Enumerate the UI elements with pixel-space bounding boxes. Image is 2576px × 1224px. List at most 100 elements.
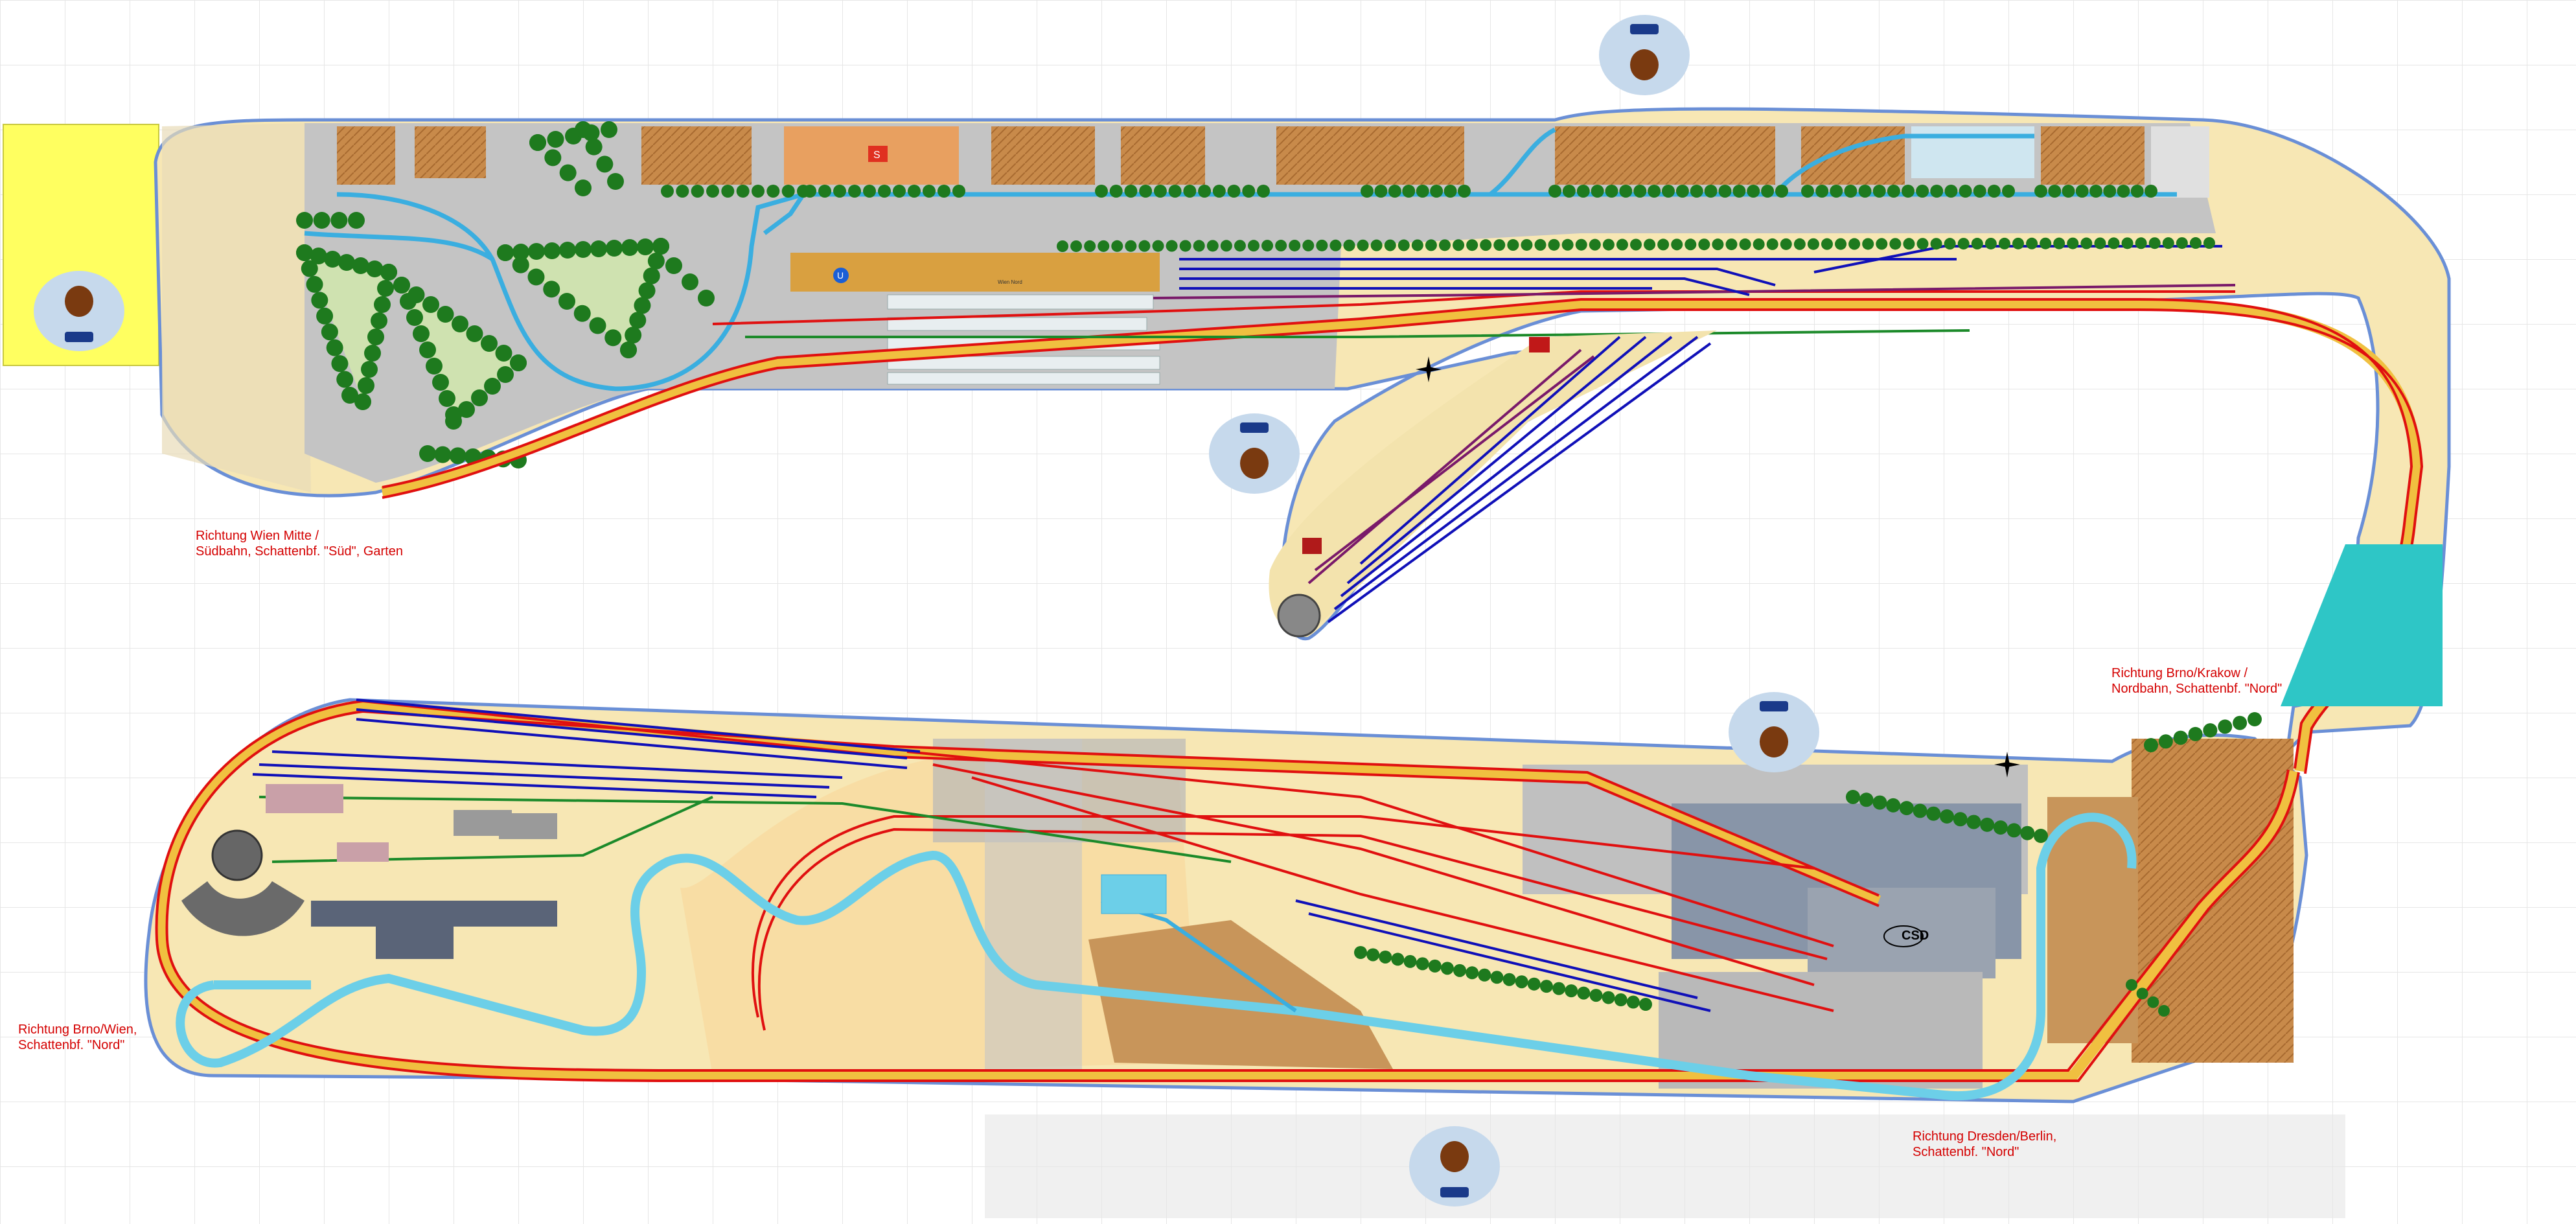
tree-icon [2012, 237, 2024, 249]
tree-icon [1903, 238, 1915, 250]
compass-rose-icon [1416, 356, 2020, 778]
tree-icon [1153, 185, 1167, 198]
tree-icon [638, 282, 656, 299]
tree-icon [1644, 238, 1656, 251]
tree-icon [1402, 185, 1416, 198]
street-area [305, 123, 2216, 483]
tree-icon [1959, 185, 1972, 198]
tree-icon [1780, 238, 1792, 250]
tree-icon [449, 447, 466, 465]
tree-icon [1589, 238, 1601, 251]
tree-icon [1428, 959, 1442, 973]
tree-icon [1084, 240, 1096, 252]
label-wien-mitte-2: Südbahn, Schattenbf. "Süd", Garten [196, 544, 403, 559]
tree-icon [923, 185, 936, 198]
tree-icon [439, 390, 455, 407]
tree-icon [1234, 240, 1246, 252]
tree-icon [1095, 185, 1108, 198]
tree-icon [544, 149, 562, 167]
tree-icon [766, 185, 780, 198]
tree-icon [589, 317, 606, 334]
tree-icon [621, 239, 638, 256]
tree-icon [1753, 238, 1765, 250]
station-building [790, 253, 1160, 292]
tree-icon [1416, 185, 1429, 198]
tree-icon [1391, 953, 1405, 966]
tree-icon [1152, 240, 1164, 252]
tree-icon [1957, 238, 1970, 250]
tree-icon [1993, 820, 2008, 835]
tree-icon [1070, 240, 1083, 252]
tree-icon [2126, 979, 2137, 991]
tree-icon [1761, 185, 1775, 198]
tree-icon [1552, 982, 1566, 995]
tree-icon [1193, 240, 1205, 252]
tree-icon [1944, 238, 1956, 250]
tree-icon [661, 185, 674, 198]
tree-icon [1329, 239, 1342, 251]
tree-icon [481, 335, 498, 352]
tree-icon [1690, 185, 1703, 198]
tree-icon [1862, 238, 1874, 250]
tree-icon [380, 264, 397, 281]
tree-icon [1289, 239, 1301, 251]
tree-icon [393, 277, 410, 294]
tree-icon [1416, 957, 1429, 971]
tree-icon [1940, 809, 1954, 824]
tree-icon [893, 185, 906, 198]
tree-icon [1953, 812, 1968, 827]
tree-icon [371, 312, 387, 329]
tree-icon [575, 241, 592, 258]
tree-icon [1889, 238, 1902, 250]
tree-icon [1527, 977, 1541, 991]
tree-icon [647, 252, 665, 270]
tree-icon [1846, 790, 1860, 804]
tree-icon [1902, 185, 1915, 198]
tree-icon [1966, 814, 1981, 829]
tree-icon [2176, 237, 2188, 249]
tree-icon [437, 306, 454, 323]
operator-chair-icon [1209, 413, 1300, 494]
tree-icon [471, 389, 488, 406]
tree-icon [937, 185, 950, 198]
tree-icon [1111, 240, 1123, 252]
tree-icon [637, 238, 654, 255]
tree-icon [585, 138, 603, 156]
tree-icon [1388, 185, 1401, 198]
tree-icon [2034, 185, 2047, 198]
tree-icon [1616, 238, 1628, 251]
tree-icon [313, 212, 330, 229]
tree-icon [1876, 238, 1888, 250]
tree-icon [296, 244, 313, 261]
tree-icon [354, 393, 371, 410]
tree-icon [1930, 238, 1942, 250]
tree-icon [419, 445, 436, 462]
label-brno-wien-2: Schattenbf. "Nord" [18, 1038, 124, 1052]
tree-icon [1275, 240, 1287, 252]
tree-icon [691, 185, 704, 198]
tree-icon [1916, 185, 1929, 198]
tree-icon [1379, 950, 1392, 964]
tree-icon [665, 257, 682, 274]
tree-icon [364, 345, 381, 362]
tree-icon [2130, 185, 2144, 198]
tree-icon [1675, 185, 1689, 198]
tree-icon [341, 387, 358, 404]
svg-text:S: S [873, 150, 880, 161]
tree-icon [1793, 238, 1806, 250]
tree-icon [311, 292, 328, 309]
tree-icon [497, 366, 514, 383]
operator-chair-icon [34, 271, 124, 351]
tree-icon [2002, 185, 2015, 198]
tree-icon [326, 339, 343, 356]
tree-icon [321, 323, 338, 341]
tree-icon [818, 185, 831, 198]
tree-icon [2158, 1005, 2170, 1017]
tree-icon [629, 312, 647, 329]
tram-track-lower [176, 813, 2137, 1101]
tree-icon [1732, 185, 1746, 198]
tree-icon [1227, 185, 1241, 198]
tree-icon [1648, 185, 1661, 198]
tree-icon [310, 248, 327, 264]
tree-icon [2117, 185, 2130, 198]
